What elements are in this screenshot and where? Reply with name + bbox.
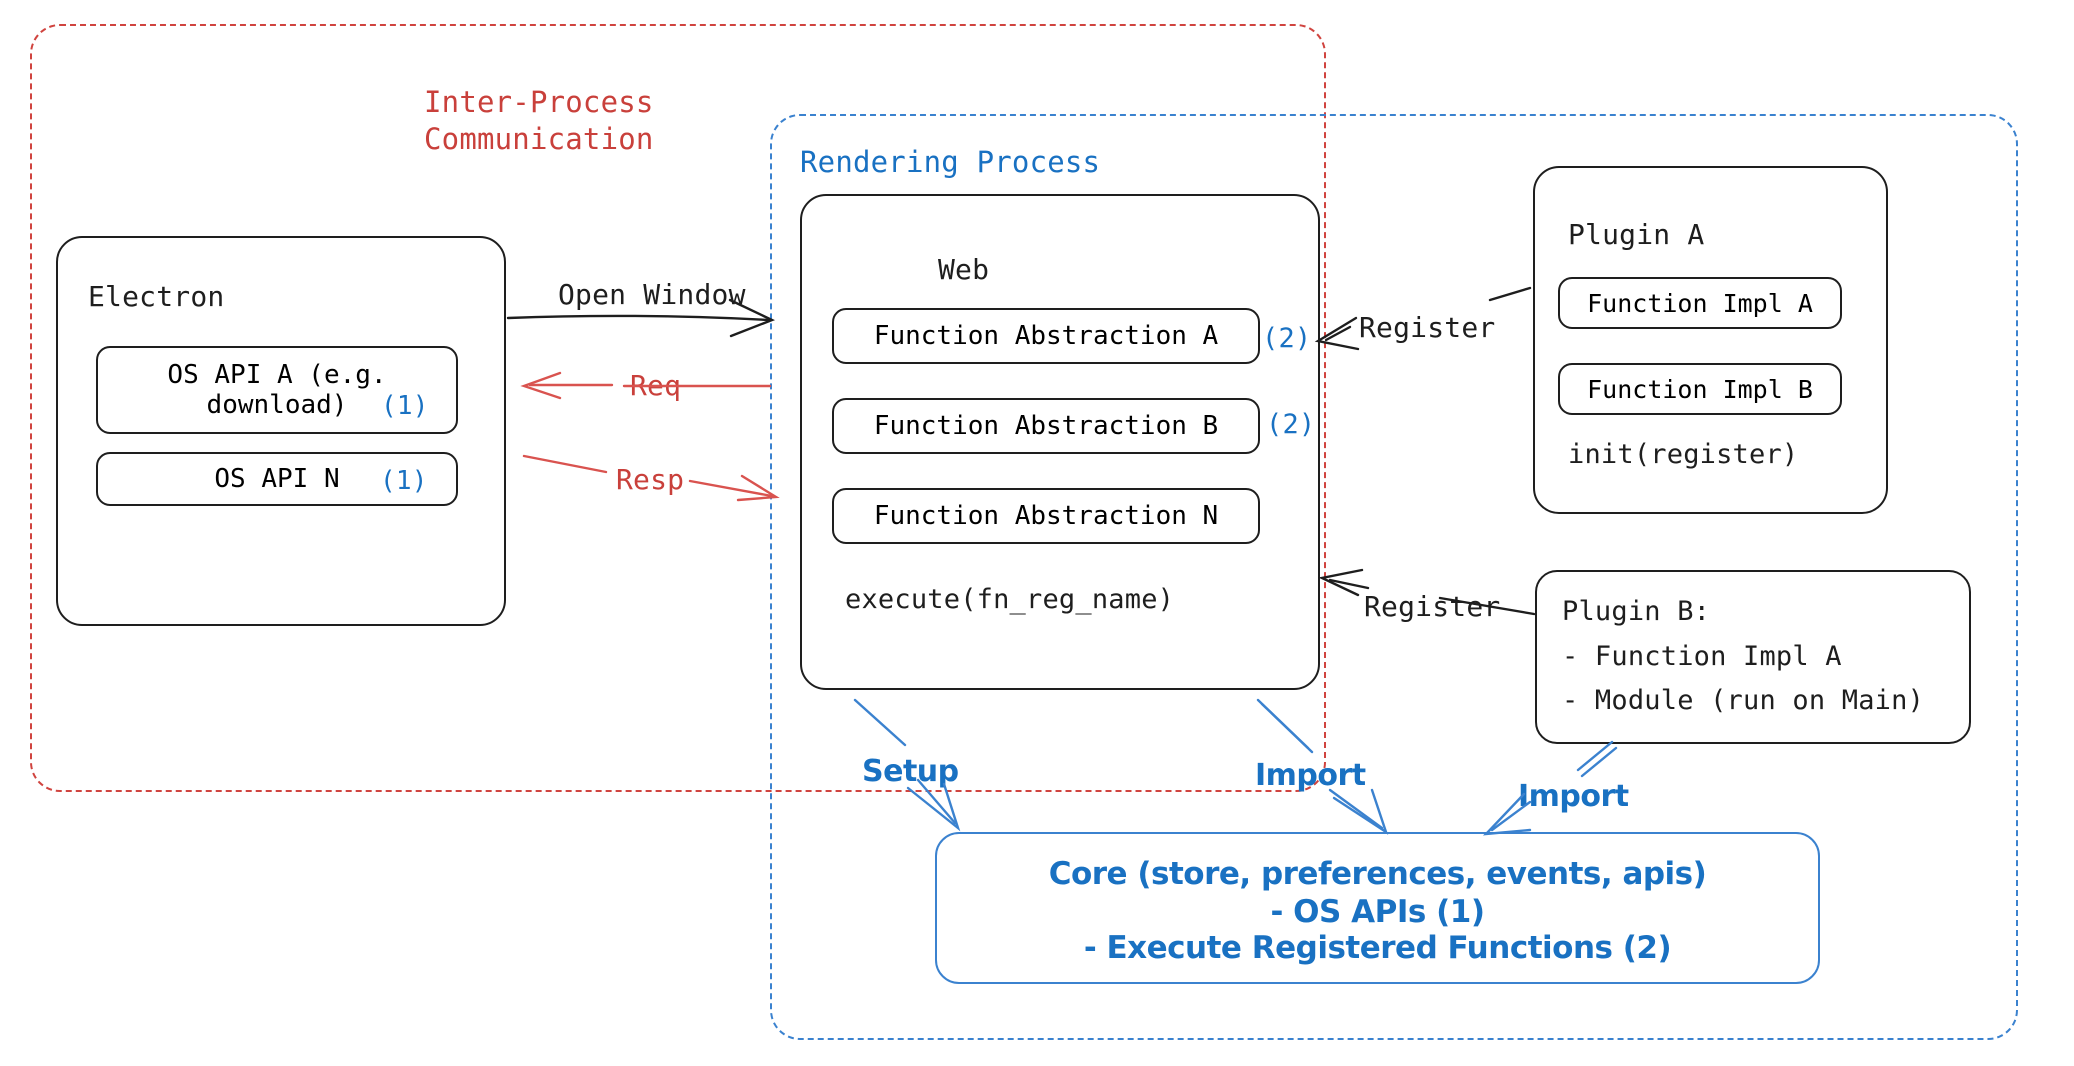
arrow-label-req: Req <box>622 368 690 404</box>
arrow-label-register-plugin-a: Register <box>1355 310 1500 346</box>
os-api-a-label: OS API A (e.g. download) <box>167 360 387 420</box>
arrow-label-import-web: Import <box>1255 758 1366 793</box>
plugin-a-init-label: init(register) <box>1568 439 1799 470</box>
arrow-label-setup: Setup <box>862 754 959 789</box>
function-abstraction-a-marker: (2) <box>1262 323 1312 354</box>
arrow-label-import-plugin: Import <box>1518 779 1629 814</box>
web-box <box>800 194 1320 690</box>
electron-box <box>56 236 506 626</box>
function-abstraction-b-box[interactable]: Function Abstraction B <box>832 398 1260 454</box>
arrow-label-register-plugin-b: Register <box>1360 589 1505 625</box>
plugin-a-title: Plugin A <box>1568 218 1705 251</box>
web-execute-label: execute(fn_reg_name) <box>845 584 1175 615</box>
os-api-a-box[interactable]: OS API A (e.g. download) <box>96 346 458 434</box>
core-line-os-apis: - OS APIs (1) <box>1270 894 1485 930</box>
os-api-n-label: OS API N <box>214 464 340 494</box>
region-inter-process-communication <box>30 24 1326 792</box>
plugin-a-function-impl-a-label: Function Impl A <box>1587 288 1813 318</box>
region-label-ipc: Inter-Process Communication <box>424 85 654 157</box>
os-api-a-marker: (1) <box>381 391 429 421</box>
function-abstraction-b-marker: (2) <box>1266 409 1316 440</box>
function-abstraction-n-label: Function Abstraction N <box>873 501 1219 531</box>
plugin-a-box <box>1533 166 1888 514</box>
os-api-n-marker: (1) <box>380 466 428 496</box>
plugin-a-function-impl-b-box[interactable]: Function Impl B <box>1558 363 1842 415</box>
plugin-a-function-impl-b-label: Function Impl B <box>1587 374 1813 404</box>
os-api-n-box[interactable]: OS API N <box>96 452 458 506</box>
plugin-a-function-impl-a-box[interactable]: Function Impl A <box>1558 277 1842 329</box>
region-rendering-process <box>770 114 2018 1040</box>
function-abstraction-n-box[interactable]: Function Abstraction N <box>832 488 1260 544</box>
arrow-label-resp: Resp <box>608 462 693 498</box>
function-abstraction-a-box[interactable]: Function Abstraction A <box>832 308 1260 364</box>
core-title: Core (store, preferences, events, apis) <box>1048 856 1707 892</box>
plugin-b-title: Plugin B: <box>1562 596 1711 627</box>
plugin-b-item-module: - Module (run on Main) <box>1562 685 1925 716</box>
function-abstraction-a-label: Function Abstraction A <box>873 321 1219 351</box>
core-line-execute-registered: - Execute Registered Functions (2) <box>1083 930 1672 966</box>
plugin-b-box <box>1535 570 1971 744</box>
web-title: Web <box>938 253 990 286</box>
arrow-label-open-window: Open Window <box>558 278 746 311</box>
electron-title: Electron <box>88 280 225 313</box>
function-abstraction-b-label: Function Abstraction B <box>873 411 1219 441</box>
region-label-rendering-process: Rendering Process <box>800 145 1101 179</box>
plugin-b-item-function-impl-a: - Function Impl A <box>1562 641 1842 672</box>
